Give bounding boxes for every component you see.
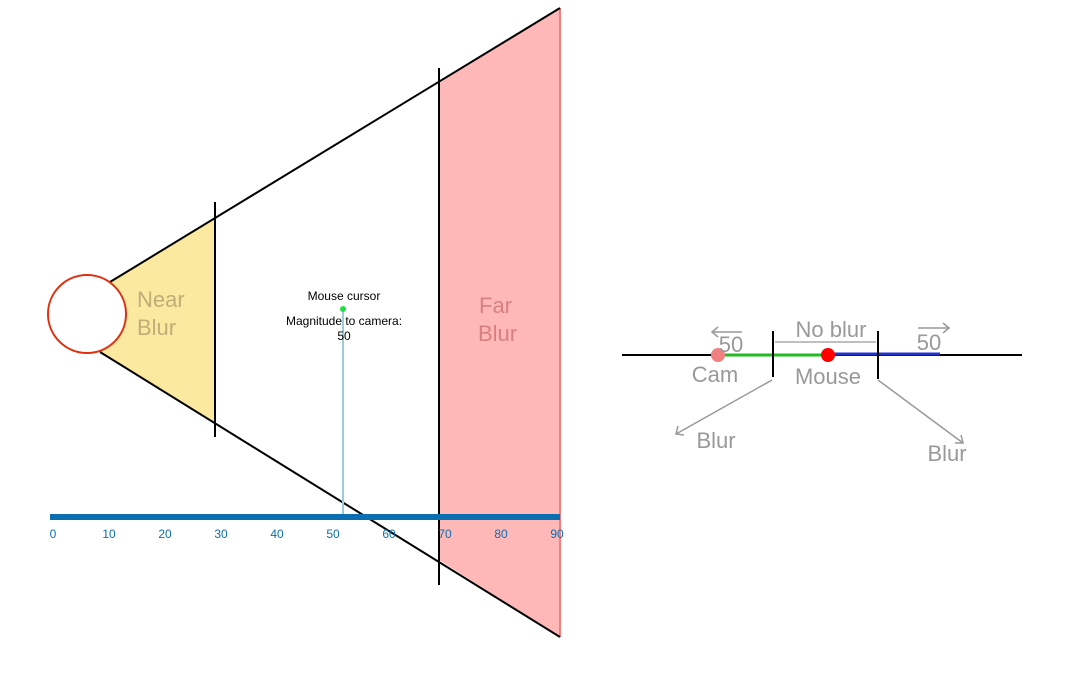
ruler-tick-50: 50 <box>326 527 340 541</box>
mouse-dot <box>821 348 835 362</box>
ruler-tick-30: 30 <box>214 527 228 541</box>
no-blur-label: No blur <box>796 317 867 342</box>
ruler-tick-60: 60 <box>382 527 396 541</box>
near-label-line-1: Near <box>137 287 185 312</box>
frustum-top-edge <box>109 7 561 283</box>
left-frustum-diagram: Near Blur Far Blur Mouse cursor Magnitud… <box>47 7 564 638</box>
far-label-line-1: Far <box>479 293 512 318</box>
cursor-title: Mouse cursor <box>308 289 381 303</box>
right-distance-value: 50 <box>917 330 941 355</box>
right-axis-diagram: No blur 50 50 Cam Mouse Blur Blur <box>622 317 1022 466</box>
arrow-left-icon <box>710 326 742 338</box>
arrow-right-icon <box>918 322 951 334</box>
cursor-value: 50 <box>337 329 351 343</box>
blur-left-label: Blur <box>696 428 735 453</box>
ruler-tick-0: 0 <box>50 527 57 541</box>
cursor-caption: Magnitude to camera: <box>286 314 402 328</box>
camera-circle[interactable] <box>47 274 127 354</box>
ruler-tick-10: 10 <box>102 527 116 541</box>
ruler-tick-labels: 0 10 20 30 40 50 60 70 80 90 <box>50 527 564 541</box>
cam-label: Cam <box>692 362 738 387</box>
frustum-bottom-edge <box>99 351 561 638</box>
blur-left-arrow-icon <box>675 379 773 436</box>
ruler-tick-20: 20 <box>158 527 172 541</box>
left-distance-value: 50 <box>719 332 743 357</box>
cursor-dot[interactable] <box>340 306 346 312</box>
blur-right-arrow-icon <box>877 379 964 444</box>
near-blur-region <box>100 218 215 422</box>
far-label-line-2: Blur <box>478 321 517 346</box>
mouse-label: Mouse <box>795 364 861 389</box>
blur-right-label: Blur <box>927 441 966 466</box>
near-label-line-2: Blur <box>137 315 176 340</box>
ruler-tick-90: 90 <box>550 527 564 541</box>
ruler-tick-70: 70 <box>438 527 452 541</box>
ruler-tick-40: 40 <box>270 527 284 541</box>
cam-dot <box>711 348 725 362</box>
far-blur-region <box>439 8 560 637</box>
ruler-tick-80: 80 <box>494 527 508 541</box>
